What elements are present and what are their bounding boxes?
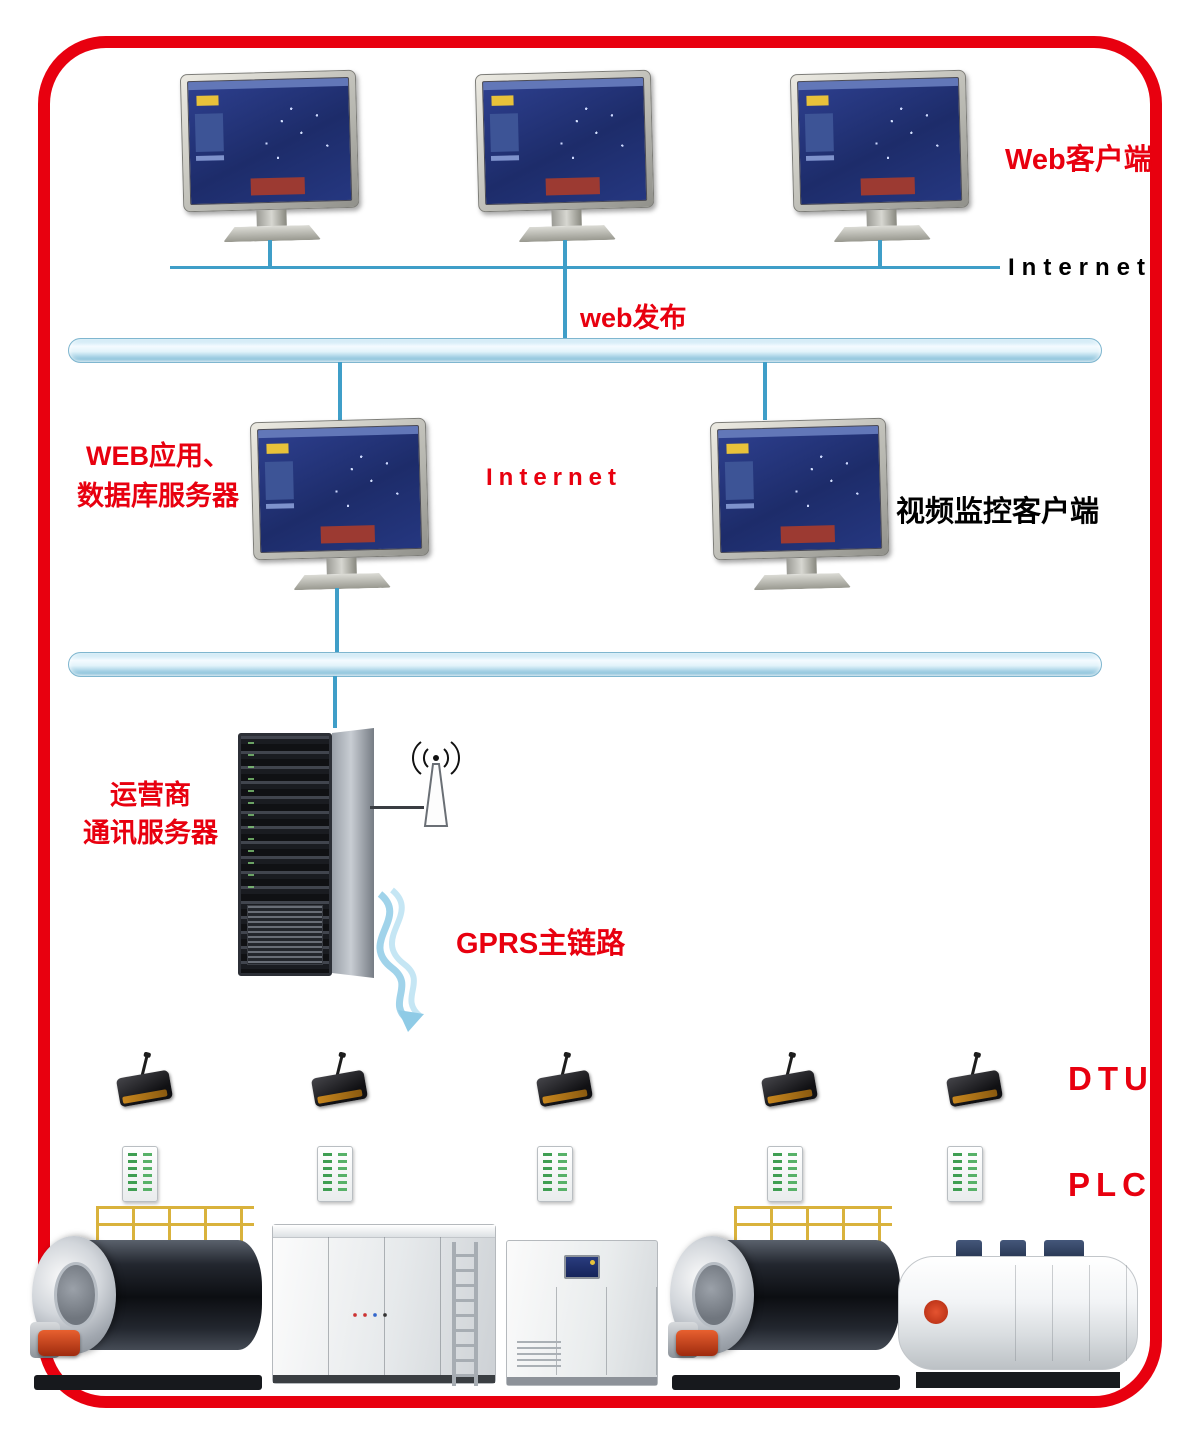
- side-ladder: [452, 1242, 478, 1386]
- connector-bus1-to-server-monitor: [338, 362, 342, 420]
- monitor-stand-base: [293, 573, 391, 591]
- antenna-icon: [408, 734, 464, 834]
- boiler-top-railing: [96, 1206, 254, 1242]
- monitor-bezel: [709, 417, 890, 561]
- server-rack: [238, 728, 374, 978]
- dtu-body: [945, 1069, 1004, 1108]
- antenna-svg: [412, 741, 460, 827]
- monitor-web-client-3: [789, 69, 970, 244]
- dtu-body: [535, 1069, 594, 1108]
- gprs-wave-arrow: [358, 884, 508, 1039]
- dtu-body: [115, 1069, 174, 1108]
- monitor-web-app-server: [249, 417, 430, 592]
- label-web-app-server-line1: WEB应用、: [86, 441, 230, 471]
- tank-base: [916, 1372, 1120, 1388]
- monitor-screen-scada: [186, 76, 353, 206]
- monitor-stand-base: [223, 225, 321, 243]
- monitor-web-client-1: [179, 69, 360, 244]
- monitor-screen-scada: [796, 76, 963, 206]
- label-web-app-server: WEB应用、 数据库服务器: [48, 436, 268, 516]
- plc-module-3: [537, 1146, 573, 1202]
- monitor-bezel: [789, 69, 970, 213]
- boiler-burner: [38, 1330, 80, 1356]
- internet-line: [170, 266, 1000, 269]
- label-internet-mid: Internet: [486, 464, 623, 491]
- label-web-app-server-line2: 数据库服务器: [77, 481, 239, 511]
- gprs-wave-svg: [376, 887, 424, 1032]
- monitor-stand-neck: [256, 209, 287, 227]
- boiler-firetube-1: [30, 1202, 266, 1390]
- monitor-bezel: [474, 69, 655, 213]
- monitor-stand-neck: [786, 557, 817, 575]
- monitor-web-client-2: [474, 69, 655, 244]
- plc-module-2: [317, 1146, 353, 1202]
- boiler-cabinet-control: [506, 1240, 658, 1386]
- connector-bus2-to-rack: [333, 676, 337, 728]
- boiler-firetube-2: [668, 1202, 904, 1390]
- monitor-stand-neck: [866, 209, 897, 227]
- label-dtu: DTU: [1068, 1060, 1154, 1097]
- cabinet-base: [507, 1377, 657, 1385]
- cabinet-indicator-lights: [351, 1311, 391, 1319]
- dtu-device-2: [310, 1055, 369, 1110]
- connector-bus1-to-video-monitor: [763, 362, 767, 420]
- monitor-stand-neck: [551, 209, 582, 227]
- label-internet-top: Internet: [1008, 254, 1153, 281]
- dtu-device-4: [760, 1055, 819, 1110]
- label-plc: PLC: [1068, 1166, 1152, 1203]
- cabinet-vents: [517, 1341, 561, 1371]
- label-operator-server-line2: 通讯服务器: [83, 818, 218, 848]
- tank-top-fitting: [956, 1240, 982, 1260]
- label-gprs-link: GPRS主链路: [456, 928, 626, 960]
- connector-monitor3-drop: [878, 240, 882, 268]
- server-rack-front: [238, 733, 332, 976]
- monitor-stand-base: [833, 225, 931, 243]
- monitor-stand-base: [518, 225, 616, 243]
- boiler-front-door: [54, 1262, 98, 1328]
- network-bus-pipe-1: [68, 338, 1102, 363]
- monitor-video-client: [709, 417, 890, 592]
- connector-monitor2-to-bus: [563, 240, 567, 338]
- tank-brand-logo: [924, 1300, 948, 1324]
- connector-server-monitor-to-bus2: [335, 588, 339, 652]
- label-web-client: Web客户端: [1005, 144, 1153, 176]
- control-panel-screen: [564, 1255, 600, 1279]
- monitor-screen-scada: [716, 424, 883, 554]
- dtu-device-1: [115, 1055, 174, 1110]
- monitor-screen-scada: [256, 424, 423, 554]
- monitor-stand-neck: [326, 557, 357, 575]
- dtu-body: [310, 1069, 369, 1108]
- boiler-skid-base: [672, 1375, 900, 1390]
- dtu-device-3: [535, 1055, 594, 1110]
- server-rack-side: [332, 728, 374, 978]
- plc-module-5: [947, 1146, 983, 1202]
- monitor-screen-scada: [481, 76, 648, 206]
- monitor-stand-base: [753, 573, 851, 591]
- connector-rack-to-antenna: [370, 806, 424, 809]
- dtu-device-5: [945, 1055, 1004, 1110]
- boiler-tank-white: [898, 1236, 1138, 1388]
- cabinet-base: [273, 1375, 495, 1383]
- label-operator-server-line1: 运营商: [110, 780, 191, 810]
- connector-monitor1-drop: [268, 240, 272, 268]
- plc-module-4: [767, 1146, 803, 1202]
- plc-module-1: [122, 1146, 158, 1202]
- monitor-bezel: [179, 69, 360, 213]
- label-operator-server: 运营商 通讯服务器: [58, 776, 243, 852]
- network-bus-pipe-2: [68, 652, 1102, 677]
- tank-top-fitting: [1000, 1240, 1026, 1260]
- label-video-client: 视频监控客户端: [896, 496, 1100, 528]
- boiler-skid-base: [34, 1375, 262, 1390]
- boiler-burner: [676, 1330, 718, 1356]
- dtu-body: [760, 1069, 819, 1108]
- tank-top-fitting: [1044, 1240, 1084, 1260]
- boiler-front-door: [692, 1262, 736, 1328]
- label-web-publish: web发布: [580, 303, 687, 333]
- monitor-bezel: [249, 417, 430, 561]
- boiler-top-railing: [734, 1206, 892, 1242]
